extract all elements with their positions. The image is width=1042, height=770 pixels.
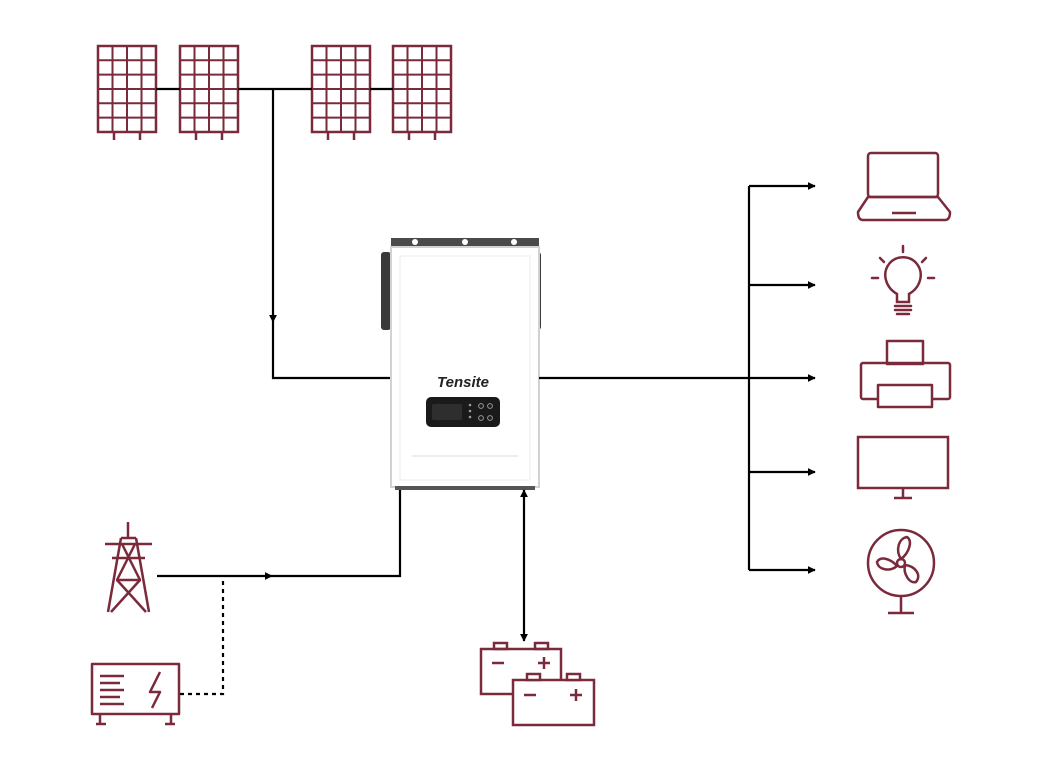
printer-icon [859, 339, 952, 409]
inverter-brand-logo: Tensite [437, 374, 489, 391]
battery-icon [511, 672, 596, 727]
fan-icon [866, 528, 936, 615]
grid-connection-lines [157, 490, 402, 696]
load-distribution-lines [539, 182, 816, 574]
monitor-icon [856, 435, 950, 500]
solar-panel-icon [310, 44, 372, 142]
laptop-icon [856, 151, 952, 222]
inverter-button [478, 403, 484, 409]
inverter-button [478, 415, 484, 421]
inverter-button [487, 403, 493, 409]
solar-panel-icon [178, 44, 240, 142]
battery-bank [479, 641, 596, 727]
solar-panel-icon [391, 44, 453, 142]
solar-panel-array [96, 44, 453, 142]
transmission-tower-icon [105, 522, 152, 613]
light-bulb-icon [870, 244, 936, 316]
inverter-button [487, 415, 493, 421]
inverter: Tensite [381, 238, 541, 490]
inverter-lcd-screen [432, 404, 462, 420]
solar-connection-lines [156, 87, 393, 380]
solar-panel-icon [96, 44, 158, 142]
generator-icon [90, 662, 181, 726]
